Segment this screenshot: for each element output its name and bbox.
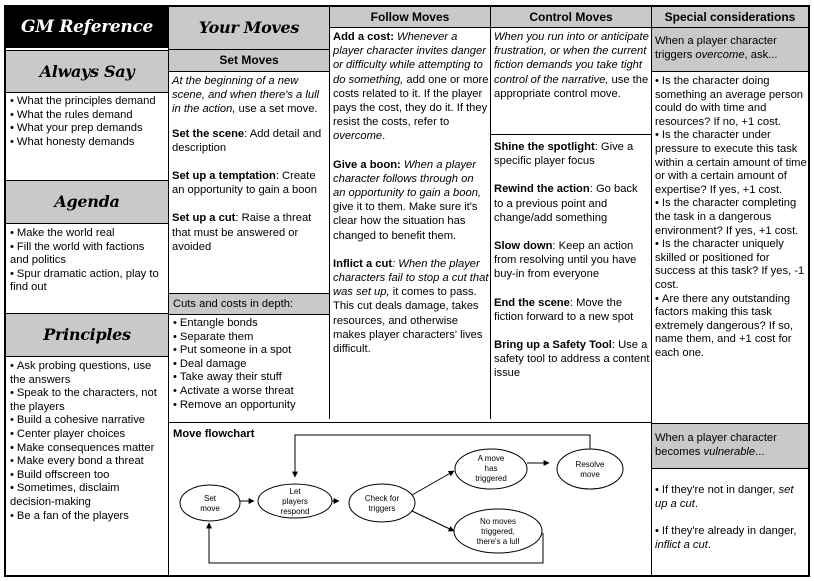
- set-move-item: Set the scene: Add detail and descriptio…: [172, 127, 322, 154]
- list-item: Spur dramatic action, play to find out: [10, 268, 166, 295]
- flow-node-resolve-move: [556, 448, 624, 490]
- flow-label: A move: [478, 454, 505, 463]
- your-moves-column: Your Moves Set Moves At the beginning of…: [169, 7, 329, 575]
- flowchart-title: Move flowchart: [173, 428, 255, 440]
- control-move-item: End the scene: Move the fiction forward …: [494, 296, 634, 323]
- principles-header: Principles: [6, 314, 168, 356]
- flow-label: triggers: [369, 504, 396, 513]
- flow-label: triggered,: [481, 527, 515, 536]
- set-moves-intro: At the beginning of a new scene, and whe…: [172, 75, 320, 116]
- follow-moves-body: Add a cost: Whenever a player character …: [333, 30, 489, 366]
- control-move-item: Slow down: Keep an action from resolving…: [494, 240, 637, 281]
- list-item: Is the character under pressure to execu…: [655, 129, 807, 197]
- list-item: Build a cohesive narrative: [10, 414, 166, 428]
- arrow-lull-to-set: [206, 522, 544, 564]
- list-item: Speak to the characters, not the players: [10, 387, 166, 414]
- control-move-item: Shine the spotlight: Give a specific pla…: [494, 141, 634, 168]
- flow-label: Let: [289, 487, 301, 496]
- gm-reference-column: GM Reference Always Say What the princip…: [6, 7, 168, 575]
- list-item: Build offscreen too: [10, 469, 166, 483]
- flowchart-diagram: Set move Let players respond Check for t…: [179, 434, 624, 564]
- list-item: Fill the world with factions and politic…: [10, 241, 166, 268]
- list-item: What the principles demand: [10, 95, 166, 109]
- list-item: Deal damage: [173, 358, 327, 372]
- flow-node-let-players-respond: [257, 483, 333, 519]
- arrow-resolve-to-let: [292, 434, 591, 478]
- control-moves-header: Control Moves: [491, 7, 651, 27]
- cuts-costs-list: Entangle bonds Separate them Put someone…: [173, 317, 327, 412]
- set-moves-header: Set Moves: [169, 50, 329, 71]
- special-considerations-column: Special considerations When a player cha…: [652, 7, 808, 575]
- set-moves-body: At the beginning of a new scene, and whe…: [172, 74, 327, 264]
- arrow-check-to-lull: [411, 510, 455, 532]
- flow-label: there's a lull: [477, 537, 520, 546]
- control-moves-column: Control Moves When you run into or antic…: [491, 7, 651, 419]
- flow-label: No moves: [480, 517, 516, 526]
- control-move-item: Bring up a Safety Tool: Use a safety too…: [494, 339, 650, 380]
- list-item: Is the character uniquely skilled or pos…: [655, 238, 807, 292]
- flow-node-move-triggered: [454, 448, 528, 490]
- your-moves-title: Your Moves: [169, 7, 329, 49]
- list-item: Activate a worse threat: [173, 385, 327, 399]
- follow-moves-header: Follow Moves: [330, 7, 490, 27]
- list-item: What honesty demands: [10, 136, 166, 150]
- list-item: Is the character completing the task in …: [655, 197, 807, 238]
- list-item: Remove an opportunity: [173, 399, 327, 413]
- follow-move-item: Give a boon: When a player character fol…: [333, 158, 482, 242]
- follow-move-item: Inflict a cut: When the player character…: [333, 257, 489, 356]
- flow-label: Check for: [365, 494, 400, 503]
- list-item: Center player choices: [10, 428, 166, 442]
- control-move-item: Rewind the action: Go back to a previous…: [494, 183, 638, 224]
- flow-label: move: [200, 504, 220, 513]
- list-item: Ask probing questions, use the answers: [10, 360, 166, 387]
- flow-node-no-moves: [453, 508, 543, 554]
- list-item: Make consequences matter: [10, 442, 166, 456]
- flow-node-set-move: [179, 484, 241, 522]
- cuts-costs-header: Cuts and costs in depth:: [169, 294, 329, 314]
- list-item: Is the character doing something an aver…: [655, 75, 807, 129]
- list-item: Take away their stuff: [173, 371, 327, 385]
- list-item: What your prep demands: [10, 122, 166, 136]
- gm-reference-sheet: GM Reference Always Say What the princip…: [4, 5, 810, 577]
- agenda-list: Make the world real Fill the world with …: [10, 227, 166, 295]
- overcome-checklist: Is the character doing something an aver…: [655, 75, 807, 360]
- list-item: Put someone in a spot: [173, 344, 327, 358]
- follow-move-item: Add a cost: Whenever a player character …: [333, 31, 489, 143]
- list-item: What the rules demand: [10, 109, 166, 123]
- overcome-question: When a player character triggers overcom…: [652, 28, 808, 71]
- flow-label: move: [580, 470, 600, 479]
- list-item: Be a fan of the players: [10, 510, 166, 524]
- always-say-header: Always Say: [6, 51, 168, 92]
- vulnerable-list: If they're not in danger, set up a cut. …: [655, 484, 807, 552]
- set-move-item: Set up a cut: Raise a threat that must b…: [172, 212, 312, 253]
- flow-label: players: [282, 497, 308, 506]
- move-flowchart: Move flowchart: [169, 423, 651, 575]
- list-item: Sometimes, disclaim decision-making: [10, 482, 166, 509]
- list-item: If they're not in danger, set up a cut.: [655, 484, 807, 511]
- control-intro: When you run into or anticipate frustrat…: [494, 31, 649, 100]
- principles-list: Ask probing questions, use the answers S…: [10, 360, 166, 523]
- list-item: Entangle bonds: [173, 317, 327, 331]
- flow-label: Set: [204, 494, 217, 503]
- flow-label: Resolve: [576, 460, 605, 469]
- flow-node-check-for-triggers: [348, 483, 416, 523]
- gm-reference-title: GM Reference: [6, 7, 168, 48]
- list-item: Make the world real: [10, 227, 166, 241]
- always-say-list: What the principles demand What the rule…: [10, 95, 166, 149]
- flow-label: respond: [281, 507, 310, 516]
- follow-moves-column: Follow Moves Add a cost: Whenever a play…: [330, 7, 490, 419]
- special-considerations-header: Special considerations: [652, 7, 808, 27]
- flow-label: has: [485, 464, 498, 473]
- list-item: If they're already in danger, inflict a …: [655, 525, 807, 552]
- set-move-item: Set up a temptation: Create an opportuni…: [172, 170, 317, 197]
- agenda-header: Agenda: [6, 181, 168, 223]
- list-item: Make every bond a threat: [10, 455, 166, 469]
- flow-label: triggered: [475, 474, 507, 483]
- arrow-check-to-triggered: [411, 470, 455, 496]
- control-moves-body: Shine the spotlight: Give a specific pla…: [494, 140, 650, 391]
- list-item: Are there any outstanding factors making…: [655, 293, 807, 361]
- list-item: Separate them: [173, 331, 327, 345]
- vulnerable-question: When a player character becomes vulnerab…: [652, 424, 808, 468]
